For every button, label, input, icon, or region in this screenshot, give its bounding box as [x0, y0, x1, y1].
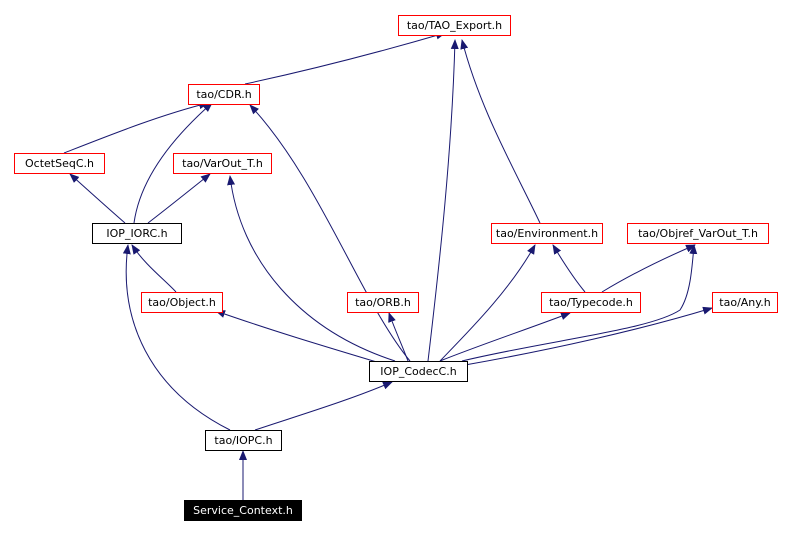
- node-service-context[interactable]: Service_Context.h: [184, 500, 302, 521]
- edge-iop_codecc-to-varout: [227, 175, 396, 362]
- edge-environment-to-tao_export: [460, 39, 541, 224]
- edge-iop_codecc-to-objref_varout: [461, 244, 698, 362]
- edge-octetseq-to-cdr: [63, 101, 209, 154]
- edge-iop_codecc-to-environment: [439, 244, 536, 362]
- edge-cdr-to-tao_export: [244, 31, 446, 85]
- edge-iop_iorc-to-octetseq: [69, 173, 126, 224]
- edge-typecode-to-objref_varout: [601, 244, 696, 293]
- edge-typecode-to-environment: [552, 244, 586, 293]
- node-tao-any[interactable]: tao/Any.h: [712, 292, 778, 313]
- node-tao-object[interactable]: tao/Object.h: [141, 292, 223, 313]
- edge-iopc-to-iop_codecc: [254, 381, 393, 431]
- node-tao-objref-varout-t[interactable]: tao/Objref_VarOut_T.h: [627, 223, 769, 244]
- edge-iop_iorc-to-varout: [147, 173, 211, 224]
- edge-iop_codecc-to-cdr: [249, 104, 411, 362]
- node-tao-environment[interactable]: tao/Environment.h: [491, 223, 603, 244]
- edge-iop_iorc-to-cdr: [133, 102, 213, 224]
- node-tao-typecode[interactable]: tao/Typecode.h: [541, 292, 641, 313]
- edge-iop_codecc-to-tao_export: [427, 39, 459, 362]
- edge-iop_codecc-to-object: [215, 310, 381, 364]
- node-tao-export[interactable]: tao/TAO_Export.h: [398, 15, 511, 36]
- edge-iop_codecc-to-orb: [388, 312, 409, 362]
- node-tao-cdr[interactable]: tao/CDR.h: [188, 84, 260, 105]
- node-tao-iopc[interactable]: tao/IOPC.h: [205, 430, 282, 451]
- node-iop-iorc[interactable]: IOP_IORC.h: [92, 223, 182, 244]
- node-tao-orb[interactable]: tao/ORB.h: [347, 292, 419, 313]
- node-tao-varout-t[interactable]: tao/VarOut_T.h: [173, 153, 272, 174]
- edge-iop_codecc-to-any: [464, 306, 713, 366]
- edge-iopc-to-iop_iorc: [122, 244, 231, 431]
- edge-object-to-iop_iorc: [131, 244, 177, 293]
- node-octetseqc[interactable]: OctetSeqC.h: [14, 153, 105, 174]
- node-iop-codecc[interactable]: IOP_CodecC.h: [369, 361, 468, 382]
- edge-iop_codecc-to-typecode: [439, 312, 571, 362]
